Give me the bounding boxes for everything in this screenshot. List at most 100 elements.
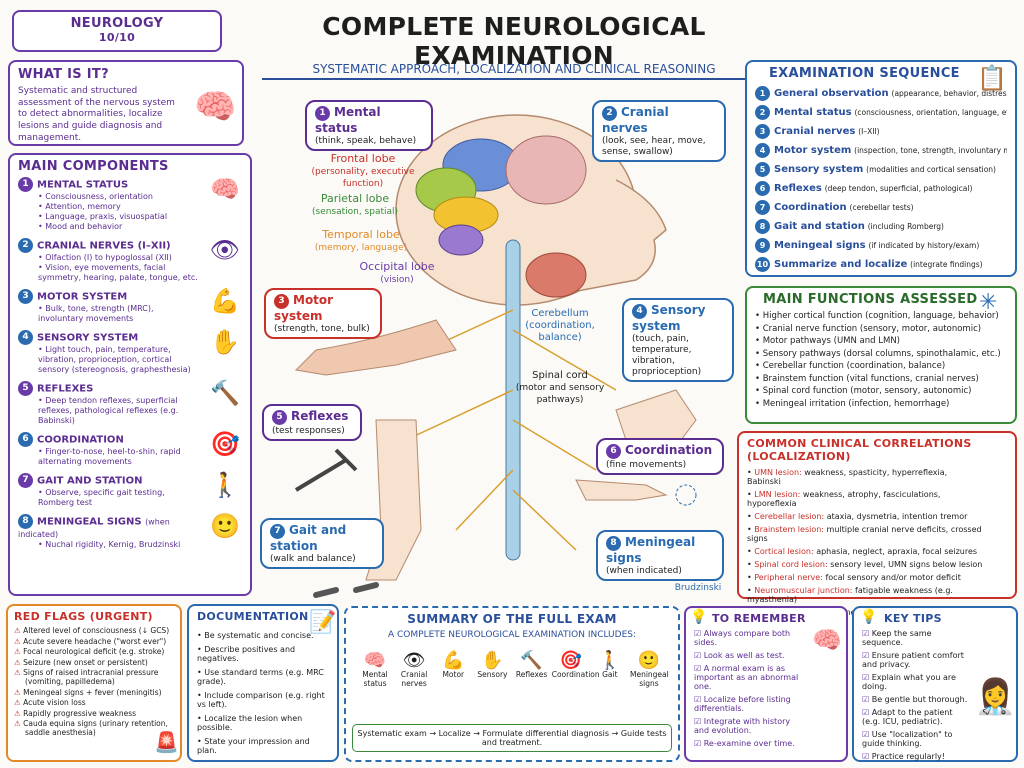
component-line: Olfaction (I) to hypoglossal (XII) [38, 253, 200, 263]
sequence-desc: (I–XII) [858, 127, 880, 136]
component-number: 4 [18, 330, 33, 345]
redflag-text: Meningeal signs + fever (meningitis) [23, 687, 162, 697]
sequence-number: 10 [755, 257, 770, 272]
redflag-item: ⚠ Acute severe headache ("worst ever") [14, 637, 174, 646]
summary-icon: 🔨 [520, 650, 543, 671]
what-text: Systematic and structured assessment of … [18, 86, 175, 143]
component-extra: (when indicated) [18, 517, 170, 540]
summary-label: Coordination [551, 670, 600, 679]
redflag-text: Altered level of consciousness (↓ GCS) [23, 626, 170, 635]
correlation-value: ataxia, dysmetria, intention tremor [826, 512, 968, 521]
documentation-item: Localize the lesion when possible. [197, 714, 329, 732]
redflag-text: Acute severe headache ("worst ever") [23, 636, 167, 646]
redflag-item: ⚠ Focal neurological deficit (e.g. strok… [14, 647, 174, 656]
component-number: 7 [18, 473, 33, 488]
correlations-list: UMN lesion: weakness, spasticity, hyperr… [747, 468, 1007, 617]
brain-icon: 🧠 [194, 87, 237, 127]
documentation-item: Be systematic and concise. [197, 631, 329, 640]
sequence-number: 1 [755, 86, 770, 101]
sequence-title: Coordination [774, 202, 847, 213]
temporal-lobe-title: Temporal lobe [322, 228, 400, 241]
summary-item: ✋Sensory [473, 650, 511, 688]
callout-desc: (walk and balance) [270, 553, 356, 564]
neurology-badge: NEUROLOGY 10/10 [12, 10, 222, 52]
redflags-heading: RED FLAGS (URGENT) [14, 610, 153, 623]
sequence-title: Reflexes [774, 183, 822, 194]
summary-label: Mental status [362, 670, 388, 688]
functions-heading: MAIN FUNCTIONS ASSESSED [763, 292, 978, 307]
warning-icon: ⚠ [14, 668, 24, 677]
summary-item: 🎯Coordination [551, 650, 600, 688]
component-lines: Deep tendon reflexes, superficial reflex… [18, 396, 200, 426]
callout-desc: (touch, pain, temperature, vibration, pr… [632, 333, 702, 377]
sequence-desc: (modalities and cortical sensation) [866, 165, 996, 174]
cerebellum-label: Cerebellum(coordination, balance) [510, 308, 610, 344]
cortex-right [505, 135, 587, 205]
correlation-key: LMN lesion: [754, 490, 801, 499]
summary-icon: 👁 [402, 650, 426, 671]
component-lines: Nuchal rigidity, Kernig, Brudzinski [18, 540, 200, 550]
temporal-lobe-desc: (memory, language) [314, 243, 408, 253]
component-line: Mood and behavior [38, 222, 200, 232]
component-lines: Observe, specific gait testing, Romberg … [18, 488, 200, 508]
summary-item: 🚶Gait [591, 650, 629, 688]
document-pen-icon: 📝 [309, 610, 337, 635]
component-title-text: REFLEXES [37, 383, 94, 395]
clipboard-check-icon: 📋 [977, 64, 1007, 92]
occipital-lobe-title: Occipital lobe [359, 260, 435, 273]
component-number: 2 [18, 238, 33, 253]
correlation-key: Spinal cord lesion: [754, 560, 828, 569]
callout-num: 5 [272, 409, 287, 425]
lightbulb-tip-icon: 💡 [860, 609, 878, 625]
tip-item: Adapt to the patient (e.g. ICU, pediatri… [862, 708, 970, 726]
component-lines: Finger-to-nose, heel-to-shin, rapid alte… [18, 447, 200, 467]
remember-item: Look as well as test. [694, 651, 804, 660]
sequence-title: Motor system [774, 145, 852, 156]
tip-item: Keep the same sequence. [862, 629, 970, 647]
cerebellum-desc: (coordination, balance) [525, 320, 595, 343]
component-line: Consciousness, orientation [38, 192, 200, 202]
component-line: Vision, eye movements, facial symmetry, … [38, 263, 200, 283]
component-lines: Olfaction (I) to hypoglossal (XII)Vision… [18, 253, 200, 283]
remember-item: Re-examine over time. [694, 739, 804, 748]
summary-item: 👁Cranial nerves [395, 650, 433, 688]
component-number: 6 [18, 432, 33, 447]
correlation-key: Neuromuscular junction: [754, 586, 853, 595]
correlation-value: weakness, atrophy, fasciculations, hypor… [747, 490, 941, 508]
function-item: Cranial nerve function (sensory, motor, … [755, 324, 1007, 334]
component-icon: 🎯 [210, 430, 240, 458]
callout-num: 3 [274, 293, 289, 309]
warning-icon: ⚠ [14, 657, 24, 667]
sequence-number: 3 [755, 124, 770, 139]
component-item: 2 CRANIAL NERVES (I–XII)Olfaction (I) to … [18, 238, 242, 283]
sequence-number: 7 [755, 200, 770, 215]
component-item: 5 REFLEXESDeep tendon reflexes, superfici… [18, 381, 242, 426]
correlation-value: sensory level, UMN signs below lesion [830, 560, 983, 569]
component-number: 5 [18, 381, 33, 396]
sequence-number: 2 [755, 105, 770, 120]
pointing-hand [575, 479, 668, 501]
summary-item: 🧠Mental status [356, 650, 394, 688]
function-item: Spinal cord function (motor, sensory, au… [755, 386, 1007, 396]
remember-item: Localize before listing differentials. [694, 695, 804, 713]
component-title: 5 REFLEXES [18, 381, 200, 396]
component-line: Bulk, tone, strength (MRC), involuntary … [38, 304, 200, 324]
component-title-text: CRANIAL NERVES (I–XII) [37, 240, 171, 252]
tip-item: Be gentle but thorough. [862, 695, 970, 704]
nerve-branches [405, 309, 617, 551]
sequence-desc: (inspection, tone, strength, involuntary… [854, 146, 1007, 155]
sequence-title: Cranial nerves [774, 126, 856, 137]
